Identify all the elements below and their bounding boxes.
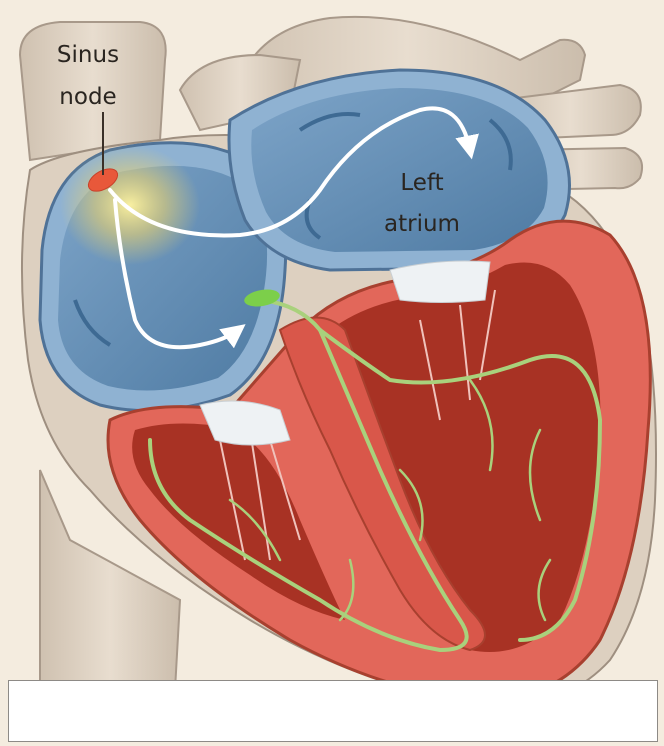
sinus-node-label-line2: node <box>59 84 116 110</box>
left-atrium-label-line2: atrium <box>384 211 460 237</box>
sinus-node-label-line1: Sinus <box>57 42 119 68</box>
sinus-node-glow <box>60 145 200 265</box>
caption-box <box>8 680 658 742</box>
mitral-valve <box>390 261 490 303</box>
left-atrium-label-line1: Left <box>400 170 443 196</box>
